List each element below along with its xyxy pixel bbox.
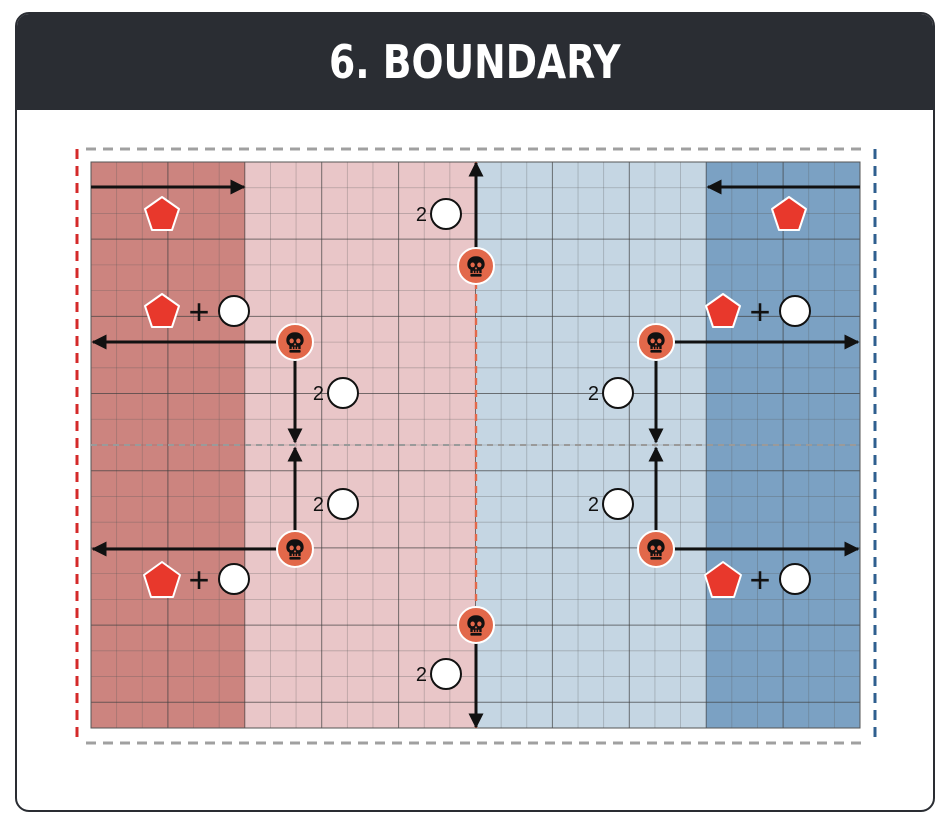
card-header: 6. BOUNDARY: [17, 14, 933, 110]
pentagon-objective-icon: [771, 196, 807, 231]
skull-icon: [276, 530, 314, 568]
plus-sign: +: [188, 559, 209, 600]
skull-icon: [637, 323, 675, 361]
plus-sign: +: [749, 559, 770, 600]
skull-icon: [276, 323, 314, 361]
plus-signs: + + + +: [188, 291, 770, 600]
circle-token-icon: [218, 295, 250, 327]
objectives: [143, 196, 807, 598]
tokens: [218, 198, 811, 690]
skull-icon: [457, 247, 495, 285]
circle-token-icon: [602, 377, 634, 409]
skull-icon: [457, 606, 495, 644]
token-count-label: 2: [588, 494, 599, 516]
token-count-label: 2: [588, 383, 599, 405]
token-count-labels: 2 2 2 2 2 2: [313, 204, 599, 686]
pentagon-objective-icon: [704, 561, 742, 598]
circle-token-icon: [327, 488, 359, 520]
outer-frame: [75, 147, 877, 745]
arrows: [91, 161, 860, 729]
pentagon-objective-icon: [705, 293, 741, 328]
circle-token-icon: [602, 488, 634, 520]
skull-icon: [637, 530, 675, 568]
circle-token-icon: [430, 658, 462, 690]
circle-token-icon: [327, 377, 359, 409]
plus-sign: +: [188, 291, 209, 332]
circle-token-icon: [779, 563, 811, 595]
token-count-label: 2: [416, 204, 427, 226]
pentagon-objective-icon: [144, 196, 180, 231]
circle-token-icon: [218, 563, 250, 595]
circle-token-icon: [430, 198, 462, 230]
card-title: 6. BOUNDARY: [329, 35, 621, 89]
token-count-label: 2: [416, 664, 427, 686]
skull-markers: [276, 247, 675, 644]
pentagon-objective-icon: [143, 561, 181, 598]
token-count-label: 2: [313, 383, 324, 405]
token-count-label: 2: [313, 494, 324, 516]
circle-token-icon: [779, 295, 811, 327]
pentagon-objective-icon: [144, 293, 180, 328]
plus-sign: +: [749, 291, 770, 332]
